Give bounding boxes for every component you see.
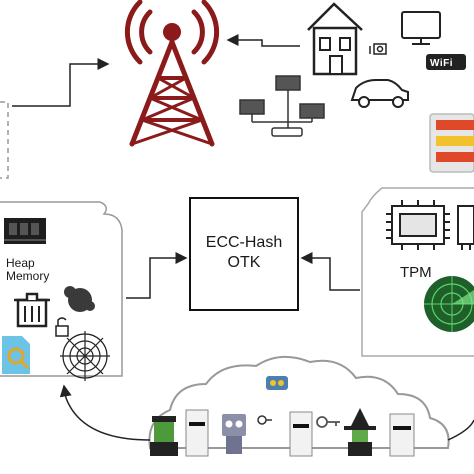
spider-web-icon	[60, 331, 110, 381]
bomb-icon	[64, 286, 95, 312]
house-icon	[307, 2, 363, 76]
connector-memory-to-box	[126, 252, 188, 299]
connector-cloud-to-memory	[59, 384, 151, 441]
connector-devices-to-tower	[226, 34, 300, 47]
connector-cloud-to-tpm	[447, 419, 474, 441]
connector-tpm-to-box	[300, 252, 360, 291]
network-icon	[239, 75, 325, 137]
wifi-badge-text: WiFi	[430, 58, 454, 69]
chip-icon-secondary	[457, 205, 474, 250]
ram-chip-icon	[4, 218, 46, 244]
frankenstein-icon	[150, 416, 178, 456]
witch-icon	[344, 408, 376, 456]
ecc-hash-box	[189, 197, 299, 311]
tpm-label: TPM	[400, 264, 432, 281]
radar-icon	[424, 276, 474, 332]
chip-icon	[386, 200, 450, 250]
camera-icon	[369, 43, 387, 55]
otk-title: OTK	[227, 254, 261, 271]
heap-label: Heap	[6, 256, 35, 270]
monitor-icon	[401, 11, 441, 45]
mummy-icon-3	[389, 413, 415, 457]
trash-icon	[14, 292, 50, 328]
mummy-icon-2	[289, 411, 313, 457]
car-icon	[350, 79, 409, 108]
robot-icon-grey	[222, 414, 246, 454]
padlock-icon	[55, 317, 69, 337]
memory-panel	[0, 201, 123, 377]
key-icon	[316, 416, 340, 428]
left-top-panel	[0, 101, 9, 179]
robot-icon	[266, 376, 288, 390]
key-icon-small	[257, 415, 272, 425]
ecc-hash-title: ECC-Hash	[205, 234, 283, 251]
device-screen-icon	[429, 113, 474, 173]
wifi-badge-icon	[426, 54, 466, 70]
connector-left-to-tower	[12, 58, 110, 107]
memory-label: Memory	[6, 269, 50, 283]
radio-tower-icon	[124, 0, 220, 147]
mummy-icon	[185, 409, 209, 457]
malware-file-icon	[2, 336, 30, 374]
